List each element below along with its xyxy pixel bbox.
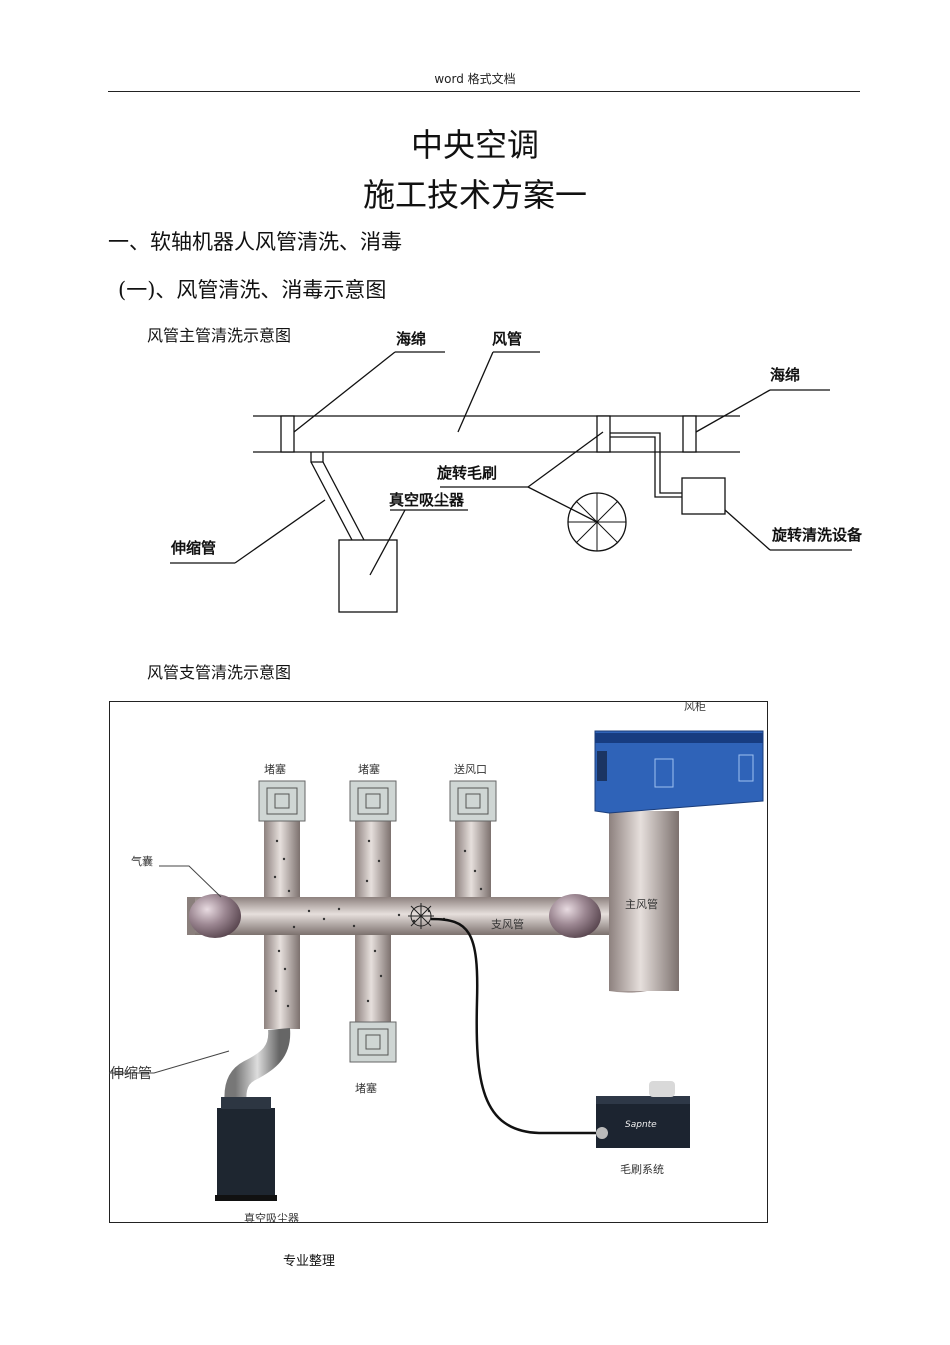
label-plug-2: 堵塞 bbox=[358, 762, 380, 776]
label-vacuum-2: 真空吸尘器 bbox=[244, 1211, 299, 1223]
label-flex-pipe-2: 伸缩管 bbox=[110, 1066, 152, 1082]
subsection-heading: (一)、风管清洗、消毒示意图 bbox=[118, 278, 387, 302]
label-branch-duct: 支风管 bbox=[491, 917, 524, 931]
diagram2-caption: 风管支管清洗示意图 bbox=[147, 663, 292, 682]
label-rotating-cleaner: 旋转清洗设备 bbox=[771, 526, 863, 544]
label-sponge-left: 海绵 bbox=[396, 330, 426, 348]
label-vacuum: 真空吸尘器 bbox=[389, 491, 465, 509]
label-airbag: 气囊 bbox=[131, 854, 153, 868]
label-sponge-right: 海绵 bbox=[770, 366, 800, 384]
header-rule bbox=[108, 91, 860, 92]
label-rotating-brush: 旋转毛刷 bbox=[436, 464, 497, 482]
label-main-duct: 主风管 bbox=[625, 897, 658, 911]
label-plug-1: 堵塞 bbox=[264, 762, 286, 776]
document-subtitle: 施工技术方案一 bbox=[362, 176, 587, 214]
label-duct: 风管 bbox=[492, 330, 522, 348]
document-title: 中央空调 bbox=[410, 126, 539, 164]
page-header: word 格式文档 bbox=[434, 72, 516, 86]
diagram1-caption: 风管主管清洗示意图 bbox=[147, 326, 292, 345]
label-flex-pipe: 伸缩管 bbox=[170, 539, 216, 557]
page-footer: 专业整理 bbox=[283, 1254, 336, 1269]
machine-brand: Sapnte bbox=[625, 1120, 657, 1130]
label-brush-system: 毛刷系统 bbox=[620, 1163, 664, 1176]
section-heading: 一、软轴机器人风管清洗、消毒 bbox=[108, 230, 402, 254]
branch-duct-diagram: 风柜 堵塞 堵塞 送风口 气囊 主风管 支风管 堵塞 毛刷系统 真空吸尘器 伸缩… bbox=[109, 701, 768, 1223]
label-ahu: 风柜 bbox=[684, 701, 706, 713]
label-plug-bottom: 堵塞 bbox=[355, 1081, 377, 1095]
label-outlet: 送风口 bbox=[454, 762, 487, 776]
main-duct-diagram: 海绵 风管 海绵 旋转毛刷 真空吸尘器 伸缩管 旋转清洗设备 bbox=[170, 330, 863, 613]
